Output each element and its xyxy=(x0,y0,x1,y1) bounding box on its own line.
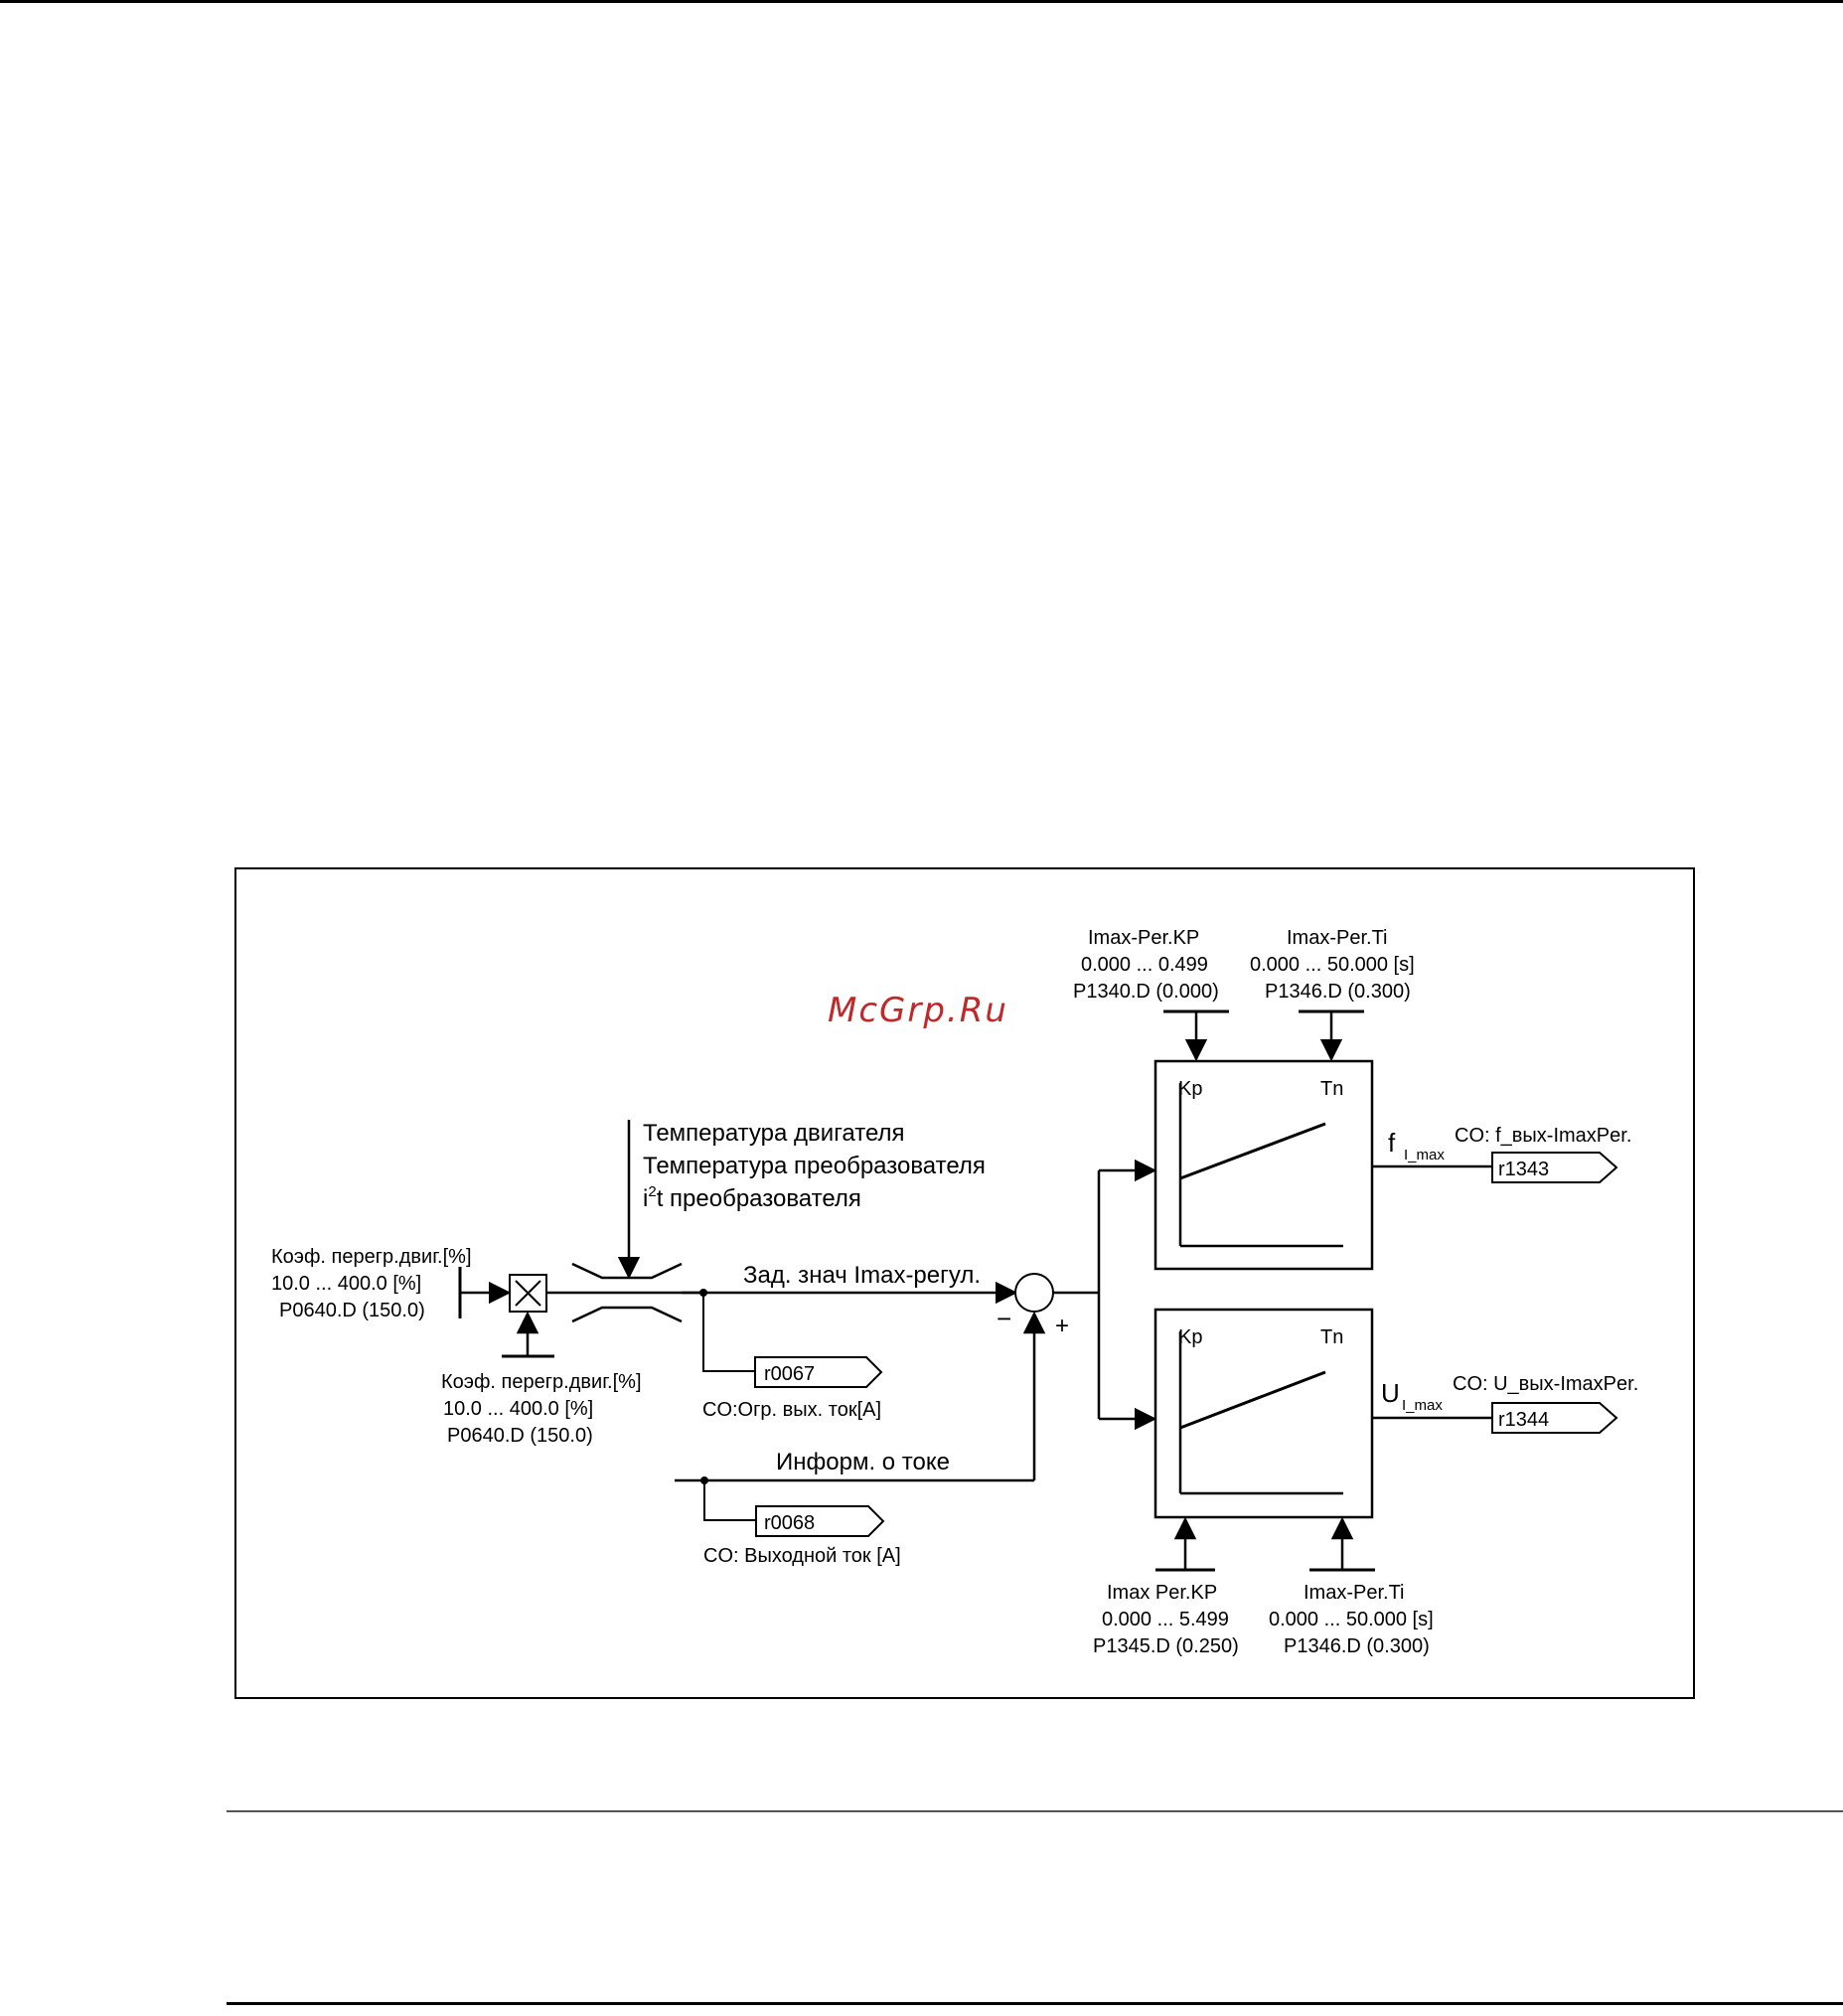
controller-bottom-tn: Tn xyxy=(1320,1326,1343,1348)
connector-r0067-label: CO:Огр. вых. ток[A] xyxy=(702,1399,881,1421)
controller-bottom-kp-name: Imax Per.KP xyxy=(1107,1582,1217,1604)
current-info-signal: Информ. о токе xyxy=(675,1449,1034,1521)
controller-top-ti-range: 0.000 ... 50.000 [s] xyxy=(1250,954,1415,976)
input-param-label: Коэф. перегр.двиг.[%] xyxy=(271,1246,472,1268)
controller-top-kp-param: Imax-Per.KP 0.000 ... 0.499 P1340.D (0.0… xyxy=(1073,927,1229,1062)
limiter-block: Температура двигателя Температура преобр… xyxy=(546,1120,986,1323)
setpoint-signal: Зад. знач Imax-регул. xyxy=(682,1262,1018,1372)
footer-rule xyxy=(227,1810,1843,1812)
output-u-symbol: U xyxy=(1381,1378,1400,1408)
output-f-symbol: f xyxy=(1388,1128,1396,1158)
limiter-input-motor-temp: Температура двигателя xyxy=(643,1120,905,1147)
connector-r0068: r0068 CO: Выходной ток [A] xyxy=(703,1505,901,1567)
controller-bottom-kp: Kp xyxy=(1178,1326,1202,1348)
controller-top-ti-id: P1346.D (0.300) xyxy=(1265,981,1411,1003)
connector-r0067-id: r0067 xyxy=(764,1363,815,1385)
connector-r1343-id: r1343 xyxy=(1498,1159,1549,1180)
controller-branch xyxy=(1053,1159,1157,1431)
current-info-label: Информ. о токе xyxy=(776,1449,950,1475)
controller-bottom-ti-id: P1346.D (0.300) xyxy=(1284,1635,1430,1657)
controller-bottom-ti-param: Imax-Per.Ti 0.000 ... 50.000 [s] P1346.D… xyxy=(1269,1516,1434,1657)
connector-r0068-label: CO: Выходной ток [A] xyxy=(703,1545,901,1567)
limiter-input-converter-temp: Температура преобразователя xyxy=(643,1153,986,1179)
connector-r1344-label: CO: U_вых-ImaxPer. xyxy=(1453,1373,1638,1395)
connector-r1344-id: r1344 xyxy=(1498,1409,1549,1431)
multiplier-param-id: P0640.D (150.0) xyxy=(447,1425,593,1447)
controller-top-ti-name: Imax-Per.Ti xyxy=(1287,927,1388,949)
watermark: McGrp.Ru xyxy=(828,991,1008,1030)
output-u-subscript: I_max xyxy=(1402,1397,1443,1414)
controller-bottom-ti-range: 0.000 ... 50.000 [s] xyxy=(1269,1609,1434,1630)
input-param-block: Коэф. перегр.двиг.[%] 10.0 ... 400.0 [%]… xyxy=(271,1246,512,1321)
multiplier-param-label: Коэф. перегр.двиг.[%] xyxy=(441,1371,642,1393)
output-f-subscript: I_max xyxy=(1404,1147,1445,1163)
input-param-id: P0640.D (150.0) xyxy=(279,1300,425,1321)
controller-top-kp: Kp xyxy=(1178,1078,1202,1100)
controller-bottom: Kp Tn xyxy=(1153,1308,1492,1519)
multiplier-param-range: 10.0 ... 400.0 [%] xyxy=(443,1398,593,1420)
setpoint-label: Зад. знач Imax-регул. xyxy=(743,1262,981,1289)
controller-top: Kp Tn xyxy=(1153,1059,1492,1271)
controller-top-kp-id: P1340.D (0.000) xyxy=(1073,981,1219,1003)
controller-top-ti-param: Imax-Per.Ti 0.000 ... 50.000 [s] P1346.D… xyxy=(1250,927,1415,1062)
connector-r0067: r0067 CO:Огр. вых. ток[A] xyxy=(702,1356,883,1421)
controller-bottom-kp-range: 0.000 ... 5.499 xyxy=(1102,1609,1229,1630)
connector-r0068-id: r0068 xyxy=(764,1512,815,1534)
controller-bottom-kp-param: Imax Per.KP 0.000 ... 5.499 P1345.D (0.2… xyxy=(1093,1516,1239,1657)
controller-top-tn: Tn xyxy=(1320,1078,1343,1100)
controller-bottom-kp-id: P1345.D (0.250) xyxy=(1093,1635,1239,1657)
controller-top-kp-name: Imax-Per.KP xyxy=(1088,927,1199,949)
controller-top-kp-range: 0.000 ... 0.499 xyxy=(1081,954,1208,976)
multiplier-block xyxy=(502,1274,554,1358)
summing-junction: − + xyxy=(997,1273,1069,1480)
summer-minus-sign: − xyxy=(997,1304,1011,1333)
controller-bottom-ti-name: Imax-Per.Ti xyxy=(1304,1582,1405,1604)
limiter-input-i2t: i2t преобразователя xyxy=(643,1183,861,1212)
connector-r1344: U I_max CO: U_вых-ImaxPer. r1344 xyxy=(1381,1373,1638,1434)
top-rule xyxy=(0,0,1843,3)
input-param-range: 10.0 ... 400.0 [%] xyxy=(271,1273,421,1295)
multiplier-param: Коэф. перегр.двиг.[%] 10.0 ... 400.0 [%]… xyxy=(441,1371,642,1447)
summer-plus-sign: + xyxy=(1055,1313,1069,1339)
bottom-rule xyxy=(227,2002,1843,2005)
diagram-frame xyxy=(234,867,1695,1699)
connector-r1343-label: CO: f_вых-ImaxPer. xyxy=(1455,1125,1631,1147)
connector-r1343: f I_max CO: f_вых-ImaxPer. r1343 xyxy=(1388,1125,1631,1183)
